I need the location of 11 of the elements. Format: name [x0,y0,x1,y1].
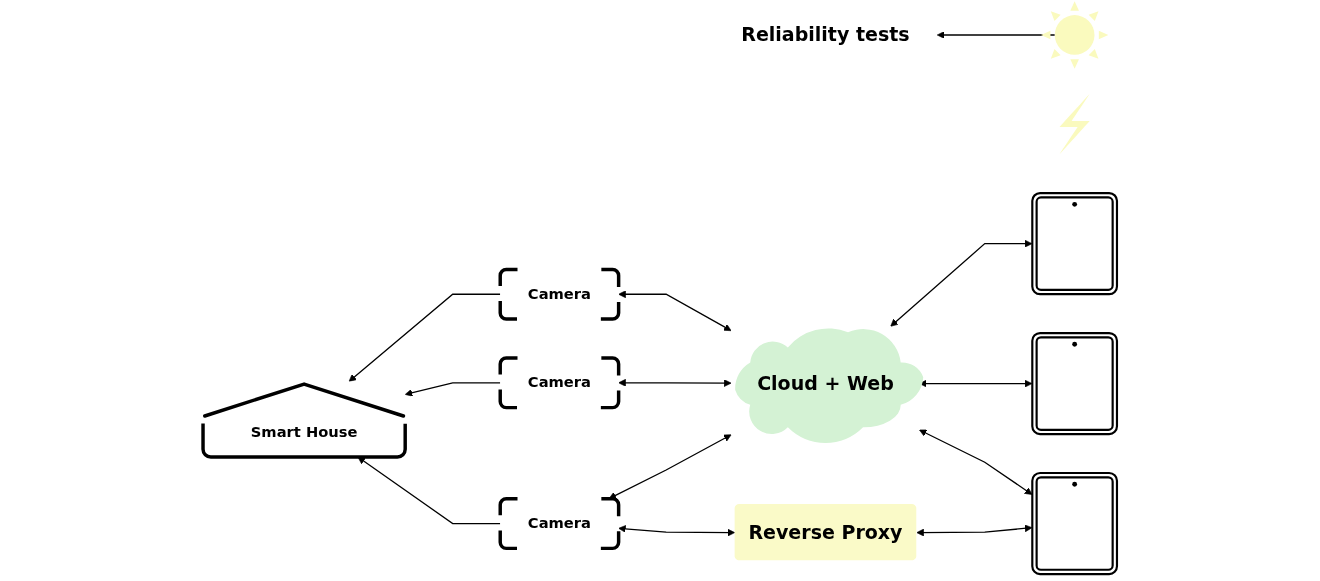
node-phone [1031,331,1119,436]
node-phone [1031,471,1119,576]
arrow [916,524,1033,537]
node-phone [1031,192,1119,296]
arrow [936,31,1056,39]
arrow [919,429,1033,495]
node-picture [1040,1,1109,69]
arrow [890,239,1033,327]
node-text: Reliability tests [741,24,910,46]
node-picture [1059,93,1090,155]
node-box: Reverse Proxy [734,504,917,561]
